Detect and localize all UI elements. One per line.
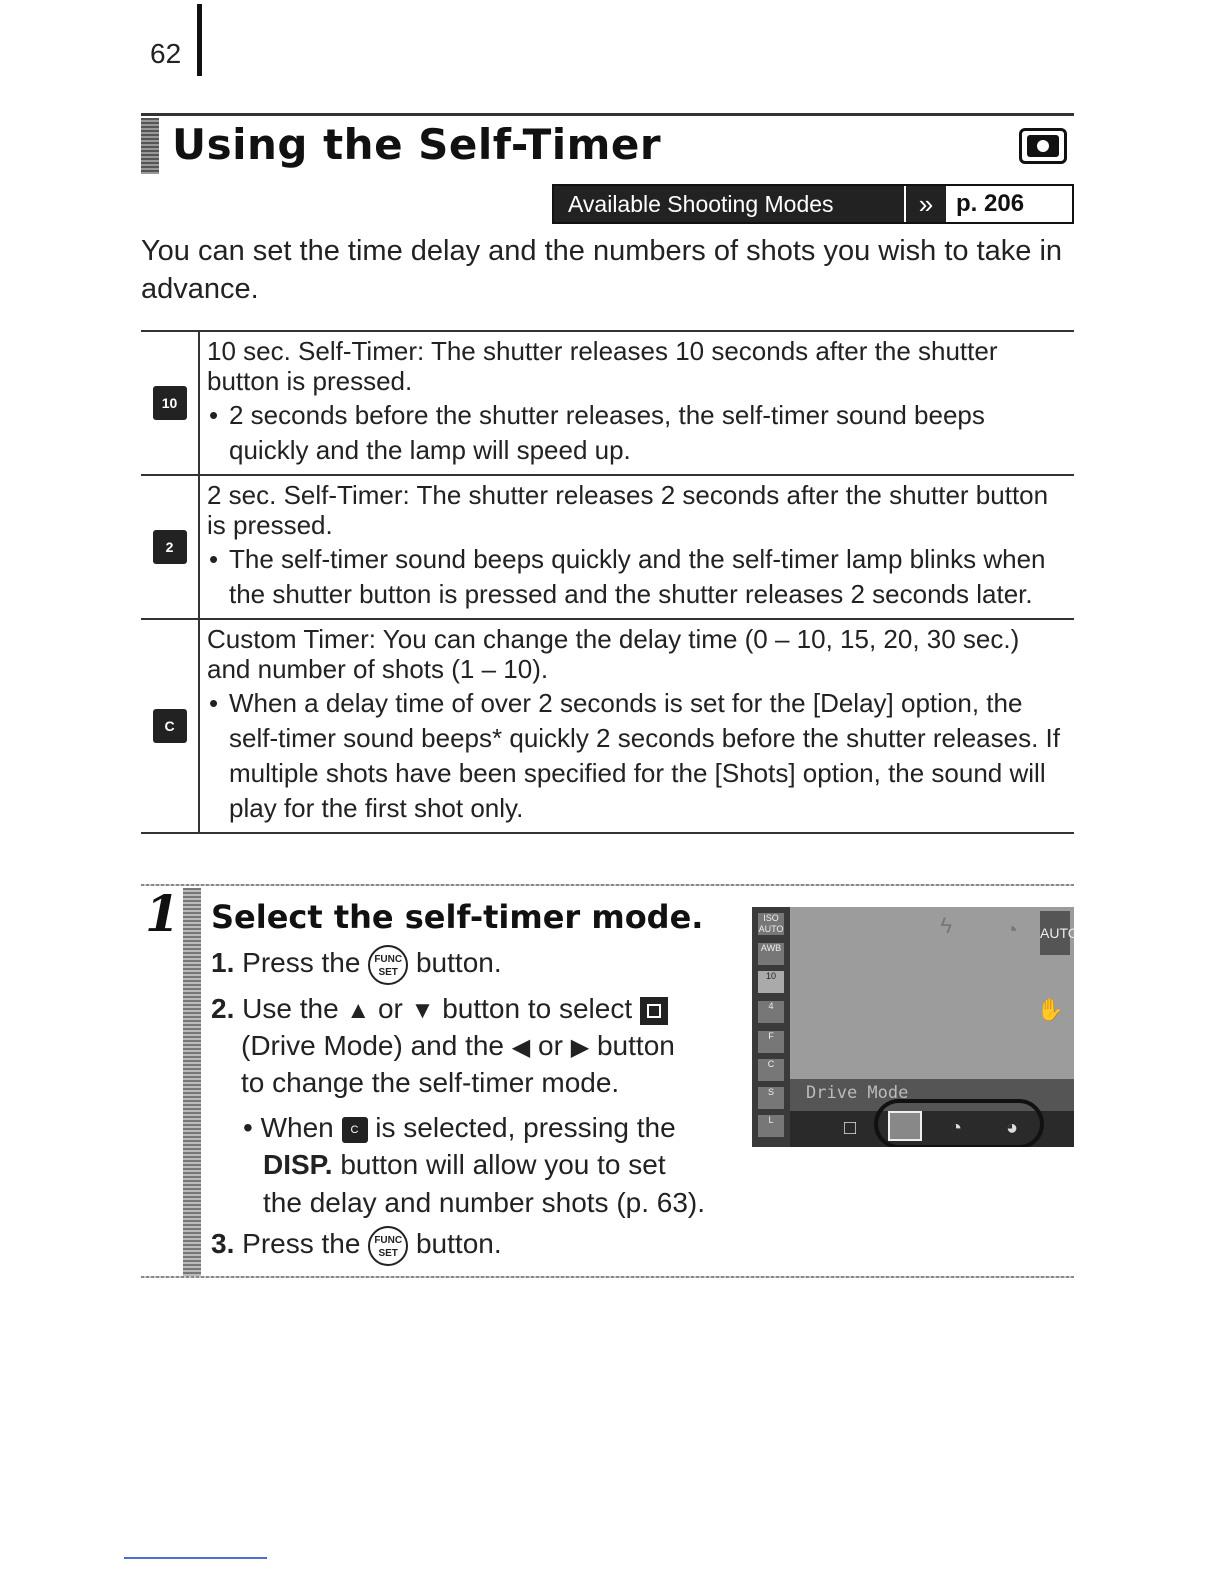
substep-2-line-1: 2. Use the ▲ or ▼ button to select xyxy=(211,990,668,1030)
white-balance-icon: AWB xyxy=(758,943,784,965)
step-title: Select the self-timer mode. xyxy=(211,898,704,936)
header-accent-bar xyxy=(141,118,159,174)
substep-text: button to select xyxy=(442,993,633,1024)
substep-text: Use the xyxy=(242,993,339,1024)
drive-mode-label: Drive Mode xyxy=(806,1083,909,1103)
resolution-icon: L xyxy=(758,1115,784,1137)
substep-text: button xyxy=(596,1030,675,1061)
available-shooting-modes-bar[interactable]: Available Shooting Modes » p. 206 xyxy=(552,184,1074,224)
table-text-cell: 10 sec. Self-Timer: The shutter releases… xyxy=(200,332,1074,474)
substep-text: (Drive Mode) and the xyxy=(241,1030,505,1061)
page-number-divider xyxy=(197,4,202,76)
camera-shake-icon: ✋ xyxy=(1036,997,1064,1022)
single-shot-icon: □ xyxy=(844,1117,857,1139)
substep-text: or xyxy=(538,1030,563,1061)
intro-paragraph: You can set the time delay and the numbe… xyxy=(141,235,1063,305)
substep-text: Press the xyxy=(242,1228,361,1259)
substep-text: button. xyxy=(415,1228,502,1259)
page-title: Using the Self-Timer xyxy=(172,120,662,169)
custom-timer-icon: C xyxy=(341,1116,368,1143)
table-row: 10 10 sec. Self-Timer: The shutter relea… xyxy=(141,332,1074,476)
camera-screen-illustration: ISO AUTO AWB 10 4 F C S L AUTO ϟ ◔ ✋ Dri… xyxy=(752,907,1074,1147)
substep-number: 3. xyxy=(211,1228,235,1259)
table-icon-cell: C xyxy=(141,620,200,832)
step-number: 1 xyxy=(145,884,180,943)
auto-mode-icon: AUTO xyxy=(1040,911,1074,955)
step-top-rule xyxy=(141,884,1074,886)
flash-icon: ϟ xyxy=(940,913,952,938)
self-timer-2s-icon: 2 xyxy=(152,530,187,564)
camera-icon xyxy=(1019,128,1067,164)
step-accent-bar xyxy=(183,888,201,1276)
up-arrow-icon: ▲ xyxy=(346,996,371,1024)
right-arrow-icon: ▶ xyxy=(570,1033,590,1061)
modes-page-link[interactable]: p. 206 xyxy=(956,190,1025,217)
custom-timer-icon: ◕ xyxy=(1006,1117,1019,1139)
timer-icon: ◔ xyxy=(1004,917,1018,942)
substep-text: • When xyxy=(243,1112,334,1143)
substep-2-line-3: to change the self-timer mode. xyxy=(241,1067,620,1098)
table-row: 2 2 sec. Self-Timer: The shutter release… xyxy=(141,476,1074,620)
self-timer-10s-icon: 10 xyxy=(152,386,187,420)
substep-bullet-line-3: the delay and number shots (p. 63). xyxy=(263,1187,706,1218)
drive-mode-icon xyxy=(639,996,668,1025)
header-rule xyxy=(141,113,1074,116)
iso-icon: ISO AUTO xyxy=(758,913,784,935)
flash-adjust-icon: F xyxy=(758,1031,784,1053)
self-timer-2s-icon: ◔ xyxy=(950,1117,963,1139)
self-timer-10s-icon: 10 xyxy=(758,971,784,993)
page-number: 62 xyxy=(150,38,182,69)
my-colors-icon: 4 xyxy=(758,1001,784,1023)
bottom-link-underline xyxy=(124,1557,267,1559)
self-timer-table: 10 10 sec. Self-Timer: The shutter relea… xyxy=(141,330,1074,834)
substep-text: Press the xyxy=(242,947,361,978)
left-arrow-icon: ◀ xyxy=(511,1033,531,1061)
table-icon-cell: 2 xyxy=(141,476,200,618)
down-arrow-icon: ▼ xyxy=(410,996,435,1024)
substep-text: button. xyxy=(415,947,502,978)
substep-number: 1. xyxy=(211,947,235,978)
table-text-cell: 2 sec. Self-Timer: The shutter releases … xyxy=(200,476,1074,618)
substep-text: or xyxy=(377,993,403,1024)
metering-icon: C xyxy=(758,1059,784,1081)
substep-text: button will allow you to set xyxy=(340,1149,666,1180)
table-text-cell: Custom Timer: You can change the delay t… xyxy=(200,620,1074,832)
substep-bullet-line-2: DISP. button will allow you to set xyxy=(263,1146,666,1184)
custom-timer-icon: C xyxy=(152,709,187,743)
table-icon-cell: 10 xyxy=(141,332,200,474)
row-description: 10 sec. Self-Timer: The shutter releases… xyxy=(207,336,998,396)
substep-text: is selected, pressing the xyxy=(375,1112,676,1143)
row-bullet: 2 seconds before the shutter releases, t… xyxy=(207,398,1064,468)
row-bullet: The self-timer sound beeps quickly and t… xyxy=(207,542,1064,612)
row-description: Custom Timer: You can change the delay t… xyxy=(207,624,1020,684)
double-chevron-icon: » xyxy=(904,186,946,222)
substep-bullet-line-1: • When C is selected, pressing the xyxy=(243,1109,676,1147)
disp-button-label: DISP. xyxy=(263,1149,333,1180)
row-description: 2 sec. Self-Timer: The shutter releases … xyxy=(207,480,1049,540)
row-bullet: When a delay time of over 2 seconds is s… xyxy=(207,686,1064,826)
substep-number: 2. xyxy=(211,993,235,1024)
substep-2-line-2: (Drive Mode) and the ◀ or ▶ button xyxy=(241,1027,675,1067)
selection-callout-oval xyxy=(874,1099,1044,1147)
table-row: C Custom Timer: You can change the delay… xyxy=(141,620,1074,834)
compression-icon: S xyxy=(758,1087,784,1109)
modes-label: Available Shooting Modes xyxy=(554,186,904,222)
step-bottom-rule xyxy=(141,1276,1074,1278)
